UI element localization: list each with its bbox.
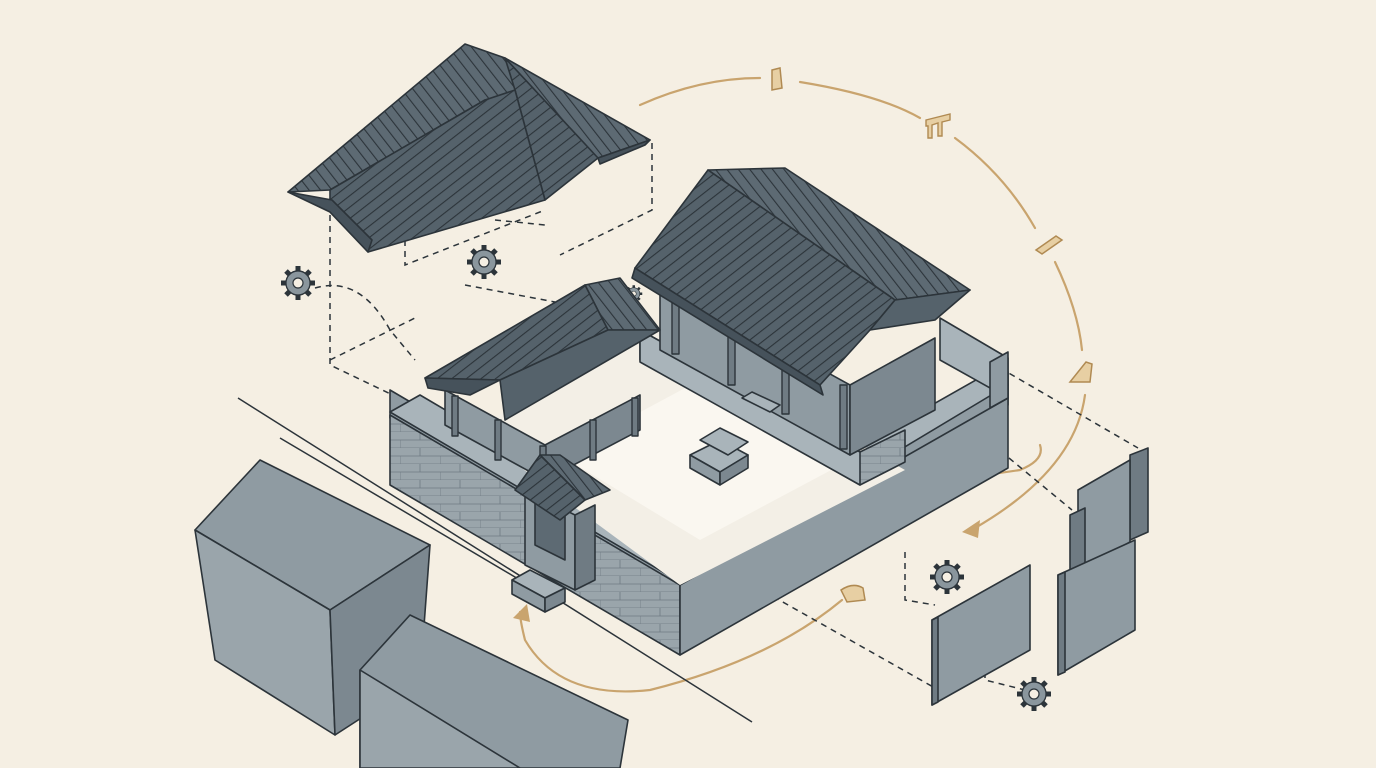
- beam-icon: [1034, 235, 1064, 255]
- roof-tile-icon: [771, 67, 783, 91]
- street-lines: [237, 397, 753, 723]
- gear-icon: [1017, 677, 1051, 711]
- neighbour-houses: [194, 459, 629, 768]
- eave-icon: [1068, 361, 1093, 383]
- floating-roof: [287, 43, 651, 253]
- gear-icon: [930, 560, 964, 594]
- courtyard-compound: [389, 167, 1009, 656]
- gear-icon: [281, 266, 315, 300]
- bracket-icon: [925, 113, 951, 139]
- gear-icon: [467, 245, 501, 279]
- arrow-icon: [513, 520, 980, 622]
- wall-panels-exploded: [931, 447, 1149, 706]
- roof-tile-icon: [840, 584, 866, 603]
- flow-arrow-path: [518, 76, 1087, 693]
